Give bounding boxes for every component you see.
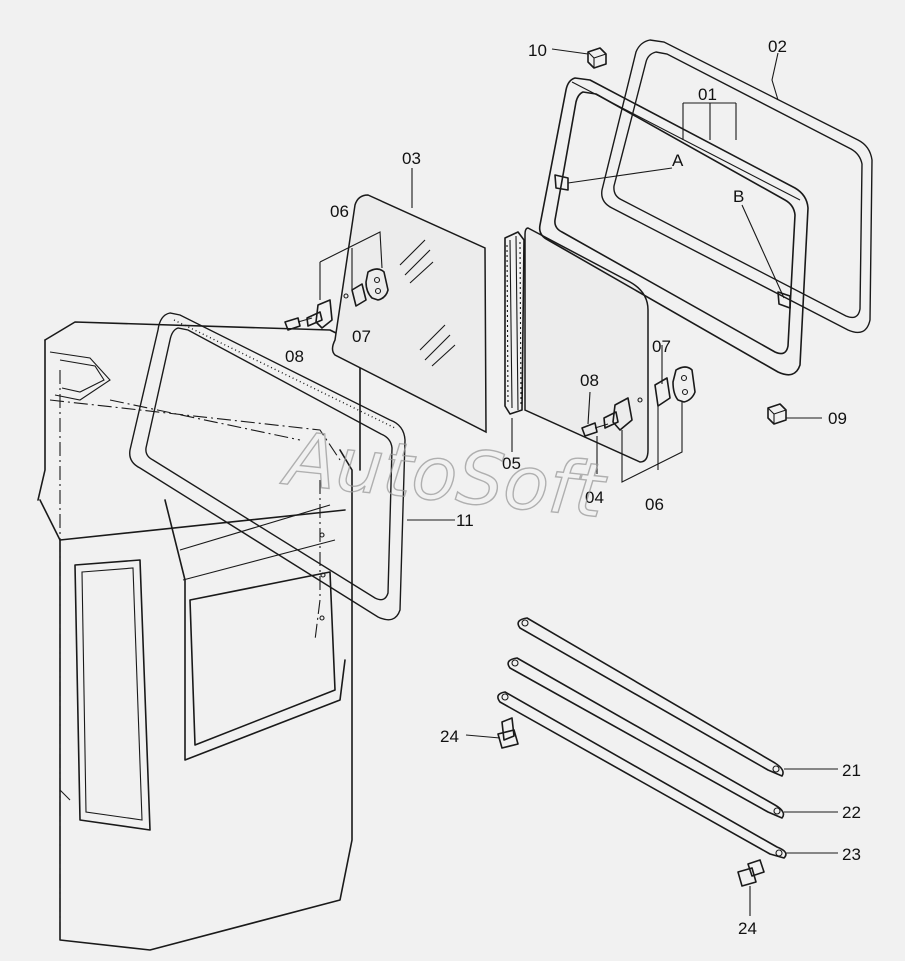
- stay-bar-23: [497, 691, 787, 859]
- label-03: 03: [402, 149, 421, 168]
- label-23: 23: [842, 845, 861, 864]
- vertical-divider-seal: [504, 231, 525, 415]
- stopper-block-lower: [767, 403, 787, 425]
- label-24-lower: 24: [738, 919, 757, 938]
- part-labels: 10 02 01 A B 03 06 07 08 07 08 09 05 04 …: [285, 37, 861, 938]
- stopper-block-upper: [587, 47, 607, 69]
- label-01: 01: [698, 85, 717, 104]
- label-02: 02: [768, 37, 787, 56]
- leader-lines: [407, 48, 838, 916]
- label-21: 21: [842, 761, 861, 780]
- label-06-upper: 06: [330, 202, 349, 221]
- stay-bar-22: [507, 657, 785, 819]
- label-08-lower: 08: [580, 371, 599, 390]
- label-22: 22: [842, 803, 861, 822]
- label-b: B: [733, 187, 744, 206]
- fixed-glass-panel: [331, 194, 487, 434]
- label-24-upper: 24: [440, 727, 459, 746]
- stay-bar-21: [517, 617, 784, 777]
- label-07-upper: 07: [352, 327, 371, 346]
- latch-assembly-lower: [581, 366, 696, 483]
- bolt-upper: [497, 717, 519, 749]
- label-11: 11: [456, 511, 474, 530]
- outer-window-seal: [601, 39, 873, 334]
- label-10: 10: [528, 41, 547, 60]
- label-a: A: [672, 151, 684, 170]
- label-09: 09: [828, 409, 847, 428]
- cab-body: [37, 321, 361, 951]
- watermark: AutoSoft: [278, 416, 611, 536]
- label-08-upper: 08: [285, 347, 304, 366]
- window-seal-frame: [129, 312, 406, 621]
- label-05: 05: [502, 454, 521, 473]
- label-04: 04: [585, 488, 604, 507]
- latch-assembly-upper: [284, 231, 389, 331]
- sash-frame: [538, 77, 809, 376]
- bolt-lower: [737, 859, 765, 887]
- label-06-lower: 06: [645, 495, 664, 514]
- label-07-lower: 07: [652, 337, 671, 356]
